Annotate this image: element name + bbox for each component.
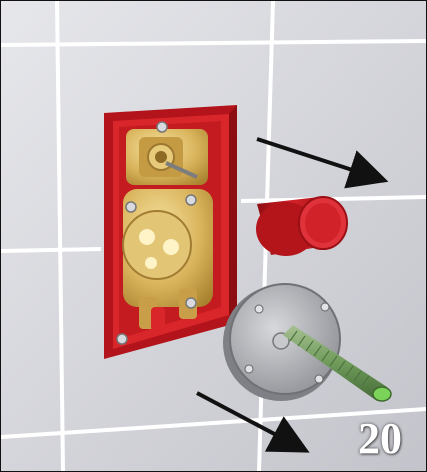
step-number: 20 — [358, 417, 402, 461]
brass-valve-body — [123, 129, 213, 331]
cover-plate — [223, 284, 340, 401]
red-cap — [256, 197, 347, 256]
